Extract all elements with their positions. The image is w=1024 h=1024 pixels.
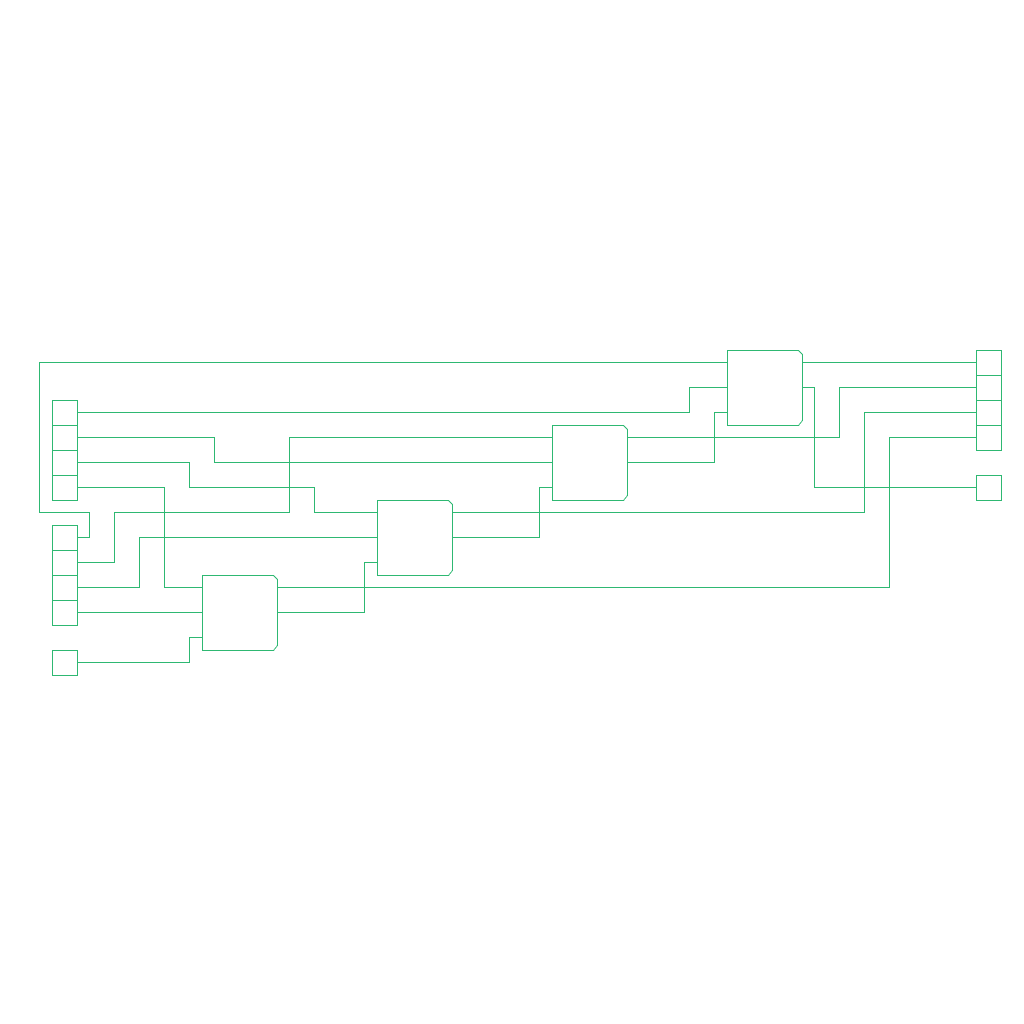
wire-sum-2 (452, 412, 977, 513)
output-port-s3[interactable] (976, 425, 1002, 451)
input-port-group-a (52, 400, 78, 501)
adder-block-4[interactable] (727, 350, 803, 426)
input-port-group-b (52, 525, 78, 626)
adder-block-2[interactable] (377, 500, 453, 576)
input-port-a1[interactable] (52, 425, 78, 451)
input-port-a2[interactable] (52, 450, 78, 476)
wire-b2 (77, 537, 378, 588)
output-port-cout[interactable] (976, 475, 1002, 501)
input-port-b0[interactable] (52, 525, 78, 551)
output-port-s2[interactable] (976, 400, 1002, 426)
wire-a0 (77, 387, 728, 413)
input-port-b3[interactable] (52, 600, 78, 626)
wire-sum-1 (277, 437, 977, 588)
wire-a2 (77, 462, 378, 513)
input-port-b1[interactable] (52, 550, 78, 576)
output-port-s1[interactable] (976, 375, 1002, 401)
output-port-group-sum (976, 350, 1002, 451)
wire-b1 (77, 437, 553, 563)
input-port-b2[interactable] (52, 575, 78, 601)
wire-a1 (77, 437, 553, 463)
adder-block-3[interactable] (552, 425, 628, 501)
wire-b0 (39, 362, 728, 538)
wire-sum-3 (627, 387, 977, 438)
input-port-a0[interactable] (52, 400, 78, 426)
adder-block-1[interactable] (202, 575, 278, 651)
output-port-s0[interactable] (976, 350, 1002, 376)
wire-cout (802, 387, 977, 488)
input-port-a3[interactable] (52, 475, 78, 501)
wire-cin (77, 637, 203, 663)
input-port-cin[interactable] (52, 650, 78, 676)
